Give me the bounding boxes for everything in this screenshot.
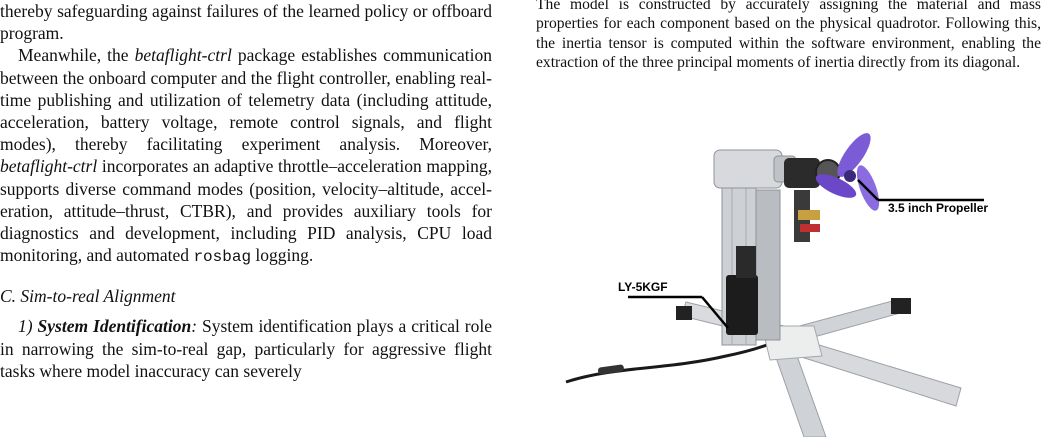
load-cell [726, 275, 758, 335]
test-stand-photo [565, 133, 984, 438]
text-run: betaflight-ctrl [0, 156, 98, 177]
propeller-leader-line [857, 179, 879, 201]
sensor-label: LY-5KGF [618, 280, 668, 294]
section-heading: C. Sim-to-real Alignment [0, 286, 176, 307]
right-column: The model is constructed by accurately a… [536, 0, 1041, 73]
text-run: betaflight-ctrl [134, 45, 232, 66]
motor-assembly [784, 158, 841, 242]
right-paragraph-1: The model is constructed by accurately a… [536, 0, 1041, 72]
text-run: incor­porates an adaptive throttle–accel… [0, 156, 492, 266]
propeller [815, 133, 880, 211]
left-paragraph-2: Meanwhile, the betaflight-ctrl package e… [0, 44, 492, 268]
text-run: rosbag [193, 248, 252, 267]
text-run: logging. [251, 245, 314, 266]
left-paragraph-1: thereby safeguarding against failures of… [0, 0, 492, 44]
left-column: thereby safeguarding against failures of… [0, 0, 492, 382]
text-run: System identification plays a critical r… [0, 316, 492, 381]
propeller-label: 3.5 inch Propeller [888, 201, 989, 215]
text-run: System Identification [37, 316, 192, 337]
text-run: thereby safeguarding against failures of… [0, 1, 492, 44]
text-run: Meanwhile, the [18, 45, 135, 66]
test-stand-figure: 3.5 inch Propeller LY-5KGF [536, 120, 1041, 438]
text-run: package establishes com­munication betwe… [0, 45, 492, 155]
text-run: : [191, 316, 198, 337]
left-paragraph-3: 1) System Identification: System identif… [0, 315, 492, 382]
text-run: 1) [18, 316, 38, 337]
